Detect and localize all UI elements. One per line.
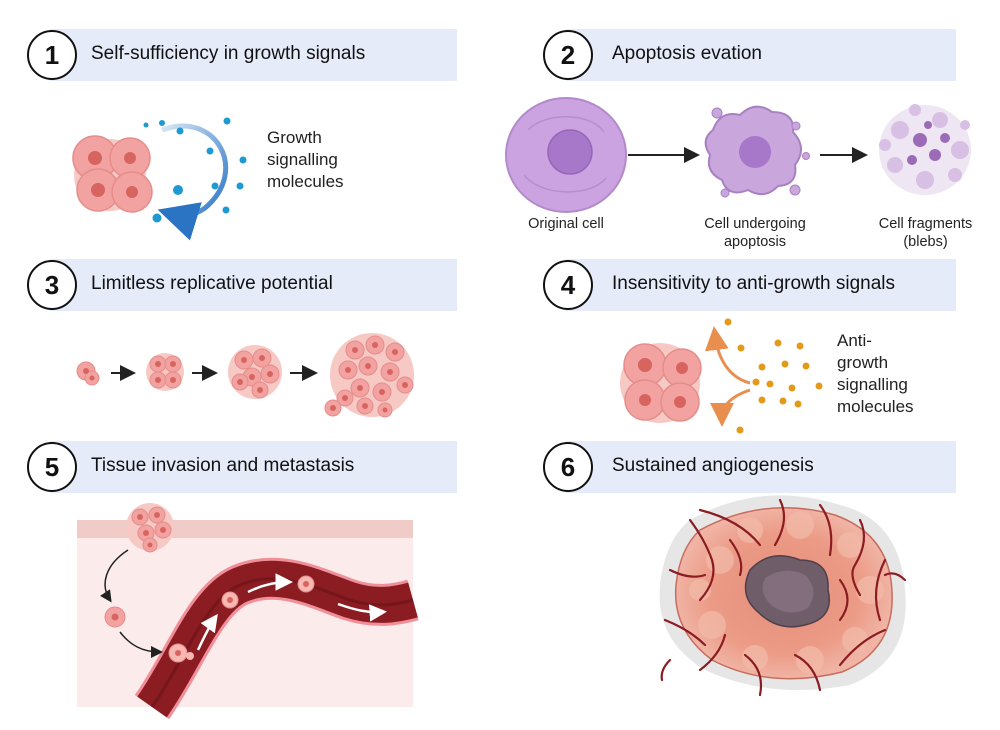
fragments-line-2: (blebs) <box>903 234 948 250</box>
growth-label-line-2: signalling <box>267 150 338 169</box>
panel-6-title: Sustained angiogenesis <box>612 455 814 476</box>
original-cell-label: Original cell <box>528 216 604 232</box>
panel-1-title: Self-sufficiency in growth signals <box>91 43 366 64</box>
flow-arrow-2-icon <box>247 573 293 594</box>
autocrine-arrow-icon <box>157 123 228 241</box>
undergoing-line-2: apoptosis <box>723 234 787 250</box>
panel-4-number: 4 <box>543 260 593 310</box>
undergoing-line-1: Cell undergoing <box>704 216 806 232</box>
anti-label-line-4: molecules <box>837 397 914 416</box>
panel-1-number: 1 <box>27 30 77 80</box>
cancer-cell-cluster-4 <box>620 343 702 423</box>
panel-5-number: 5 <box>27 442 77 492</box>
anti-label-line-2: growth <box>837 353 889 372</box>
anti-growth-molecules <box>724 318 823 434</box>
invasion-arrow-icon <box>100 549 129 603</box>
replication-sequence <box>76 333 414 418</box>
panel-4-band <box>566 259 956 311</box>
panel-5-title: Tissue invasion and metastasis <box>91 455 355 476</box>
panel-6-number: 6 <box>543 442 593 492</box>
panel-2-number: 2 <box>543 30 593 80</box>
cell-fragments-label: Cell fragments (blebs) <box>858 215 993 251</box>
fragments-line-1: Cell fragments <box>878 216 973 232</box>
cell-fragments-blebs <box>879 104 971 195</box>
growth-signal-molecules <box>143 117 247 223</box>
original-cell <box>505 97 627 213</box>
deflect-arrow-up-icon <box>704 326 751 385</box>
cancer-cell-cluster-1 <box>72 135 153 213</box>
anti-growth-label: Anti- growth signalling molecules <box>837 330 914 418</box>
anti-label-line-1: Anti- <box>837 331 872 350</box>
primary-tumor <box>126 503 174 553</box>
growth-label-line-3: molecules <box>267 172 344 191</box>
panel-2-band <box>566 29 956 81</box>
panel-3-number: 3 <box>27 260 77 310</box>
flow-arrow-1-icon <box>196 613 218 651</box>
undergoing-apoptosis-label: Cell undergoing apoptosis <box>690 215 820 251</box>
deflect-arrow-down-icon <box>710 388 751 427</box>
panel-6-band <box>566 441 956 493</box>
panel-1-band <box>50 29 457 81</box>
growth-label-line-1: Growth <box>267 128 322 147</box>
panel-3-band <box>50 259 457 311</box>
flow-arrow-3-icon <box>337 602 387 622</box>
growth-signalling-label: Growth signalling molecules <box>267 127 344 193</box>
intravasation-arrow-icon <box>119 631 163 658</box>
migrating-cell <box>104 606 126 628</box>
panel-2-title: Apoptosis evation <box>612 43 762 64</box>
apoptotic-cell <box>704 105 810 198</box>
anti-label-line-3: signalling <box>837 375 908 394</box>
panel-5-band <box>50 441 457 493</box>
panel-4-title: Insensitivity to anti-growth signals <box>612 273 896 294</box>
vascularized-tumor <box>659 495 907 697</box>
panel-3-title: Limitless replicative potential <box>91 273 333 294</box>
circulating-tumor-cells <box>168 575 315 663</box>
